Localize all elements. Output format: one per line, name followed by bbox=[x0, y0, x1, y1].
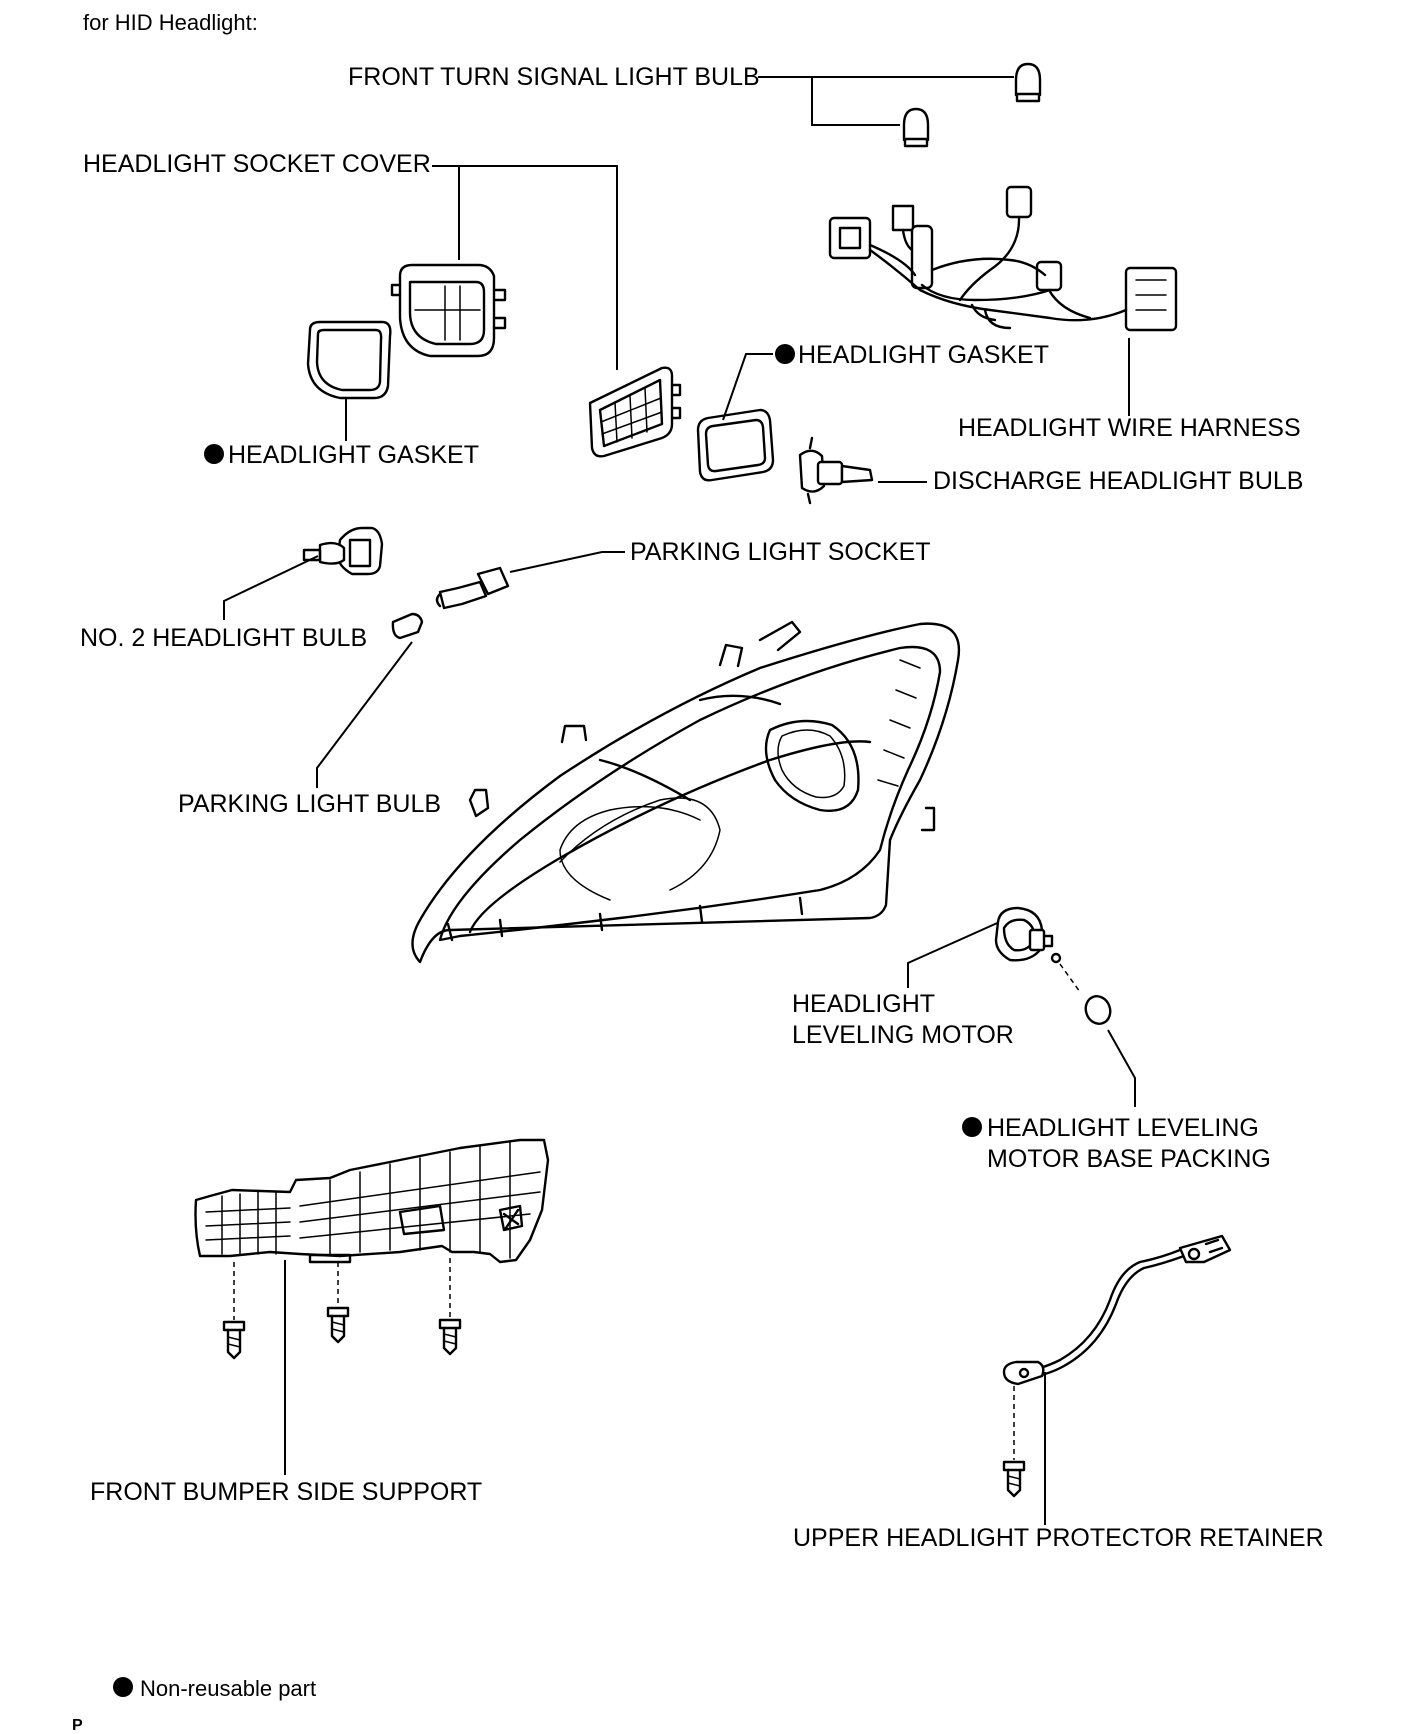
label-discharge-headlight-bulb: DISCHARGE HEADLIGHT BULB bbox=[933, 467, 1303, 495]
non-reusable-marker bbox=[962, 1117, 982, 1137]
screw-icon bbox=[222, 1262, 246, 1360]
label-headlight-leveling-motor-1: HEADLIGHT bbox=[792, 990, 935, 1018]
screw-icon bbox=[326, 1262, 350, 1344]
headlight-wire-harness-icon bbox=[828, 185, 1178, 332]
diagram-title: for HID Headlight: bbox=[83, 10, 258, 35]
label-leveling-motor-base-packing-1: HEADLIGHT LEVELING bbox=[987, 1114, 1259, 1142]
headlight-assembly-icon bbox=[411, 620, 961, 964]
label-no2-headlight-bulb: NO. 2 HEADLIGHT BULB bbox=[80, 624, 367, 652]
front-bumper-side-support-icon bbox=[194, 1138, 550, 1264]
label-upper-headlight-protector-retainer: UPPER HEADLIGHT PROTECTOR RETAINER bbox=[793, 1524, 1324, 1552]
label-parking-light-socket: PARKING LIGHT SOCKET bbox=[630, 538, 931, 566]
label-headlight-socket-cover: HEADLIGHT SOCKET COVER bbox=[83, 150, 431, 178]
leveling-motor-base-packing-icon bbox=[1059, 963, 1112, 1025]
label-front-bumper-side-support: FRONT BUMPER SIDE SUPPORT bbox=[90, 1478, 482, 1506]
discharge-headlight-bulb-icon bbox=[798, 436, 874, 505]
footer-code: P bbox=[72, 1717, 83, 1734]
legend-non-reusable: Non-reusable part bbox=[140, 1676, 316, 1701]
upper-headlight-protector-retainer-icon bbox=[1002, 1234, 1232, 1498]
label-headlight-wire-harness: HEADLIGHT WIRE HARNESS bbox=[958, 414, 1301, 442]
headlight-gasket-left-icon bbox=[306, 320, 392, 400]
front-turn-signal-bulb-icon bbox=[902, 62, 1042, 148]
label-leveling-motor-base-packing-2: MOTOR BASE PACKING bbox=[987, 1145, 1271, 1173]
socket-cover-grid-icon bbox=[588, 366, 682, 458]
label-headlight-gasket-left: HEADLIGHT GASKET bbox=[228, 441, 479, 469]
label-parking-light-bulb: PARKING LIGHT BULB bbox=[178, 790, 441, 818]
headlight-leveling-motor-icon bbox=[994, 906, 1062, 964]
leader-lines bbox=[223, 76, 1136, 1525]
no2-headlight-bulb-icon bbox=[302, 526, 384, 576]
legend-marker bbox=[113, 1677, 133, 1697]
parking-light-socket-icon bbox=[435, 566, 510, 610]
label-front-turn-signal-light-bulb: FRONT TURN SIGNAL LIGHT BULB bbox=[348, 63, 760, 91]
parking-light-bulb-icon bbox=[391, 612, 424, 640]
screw-icon bbox=[438, 1258, 462, 1356]
label-headlight-leveling-motor-2: LEVELING MOTOR bbox=[792, 1021, 1014, 1049]
headlight-socket-cover-icon bbox=[390, 263, 507, 358]
headlight-gasket-right-icon bbox=[696, 408, 775, 482]
label-headlight-gasket-right: HEADLIGHT GASKET bbox=[798, 341, 1049, 369]
non-reusable-marker bbox=[775, 344, 795, 364]
non-reusable-marker bbox=[204, 444, 224, 464]
